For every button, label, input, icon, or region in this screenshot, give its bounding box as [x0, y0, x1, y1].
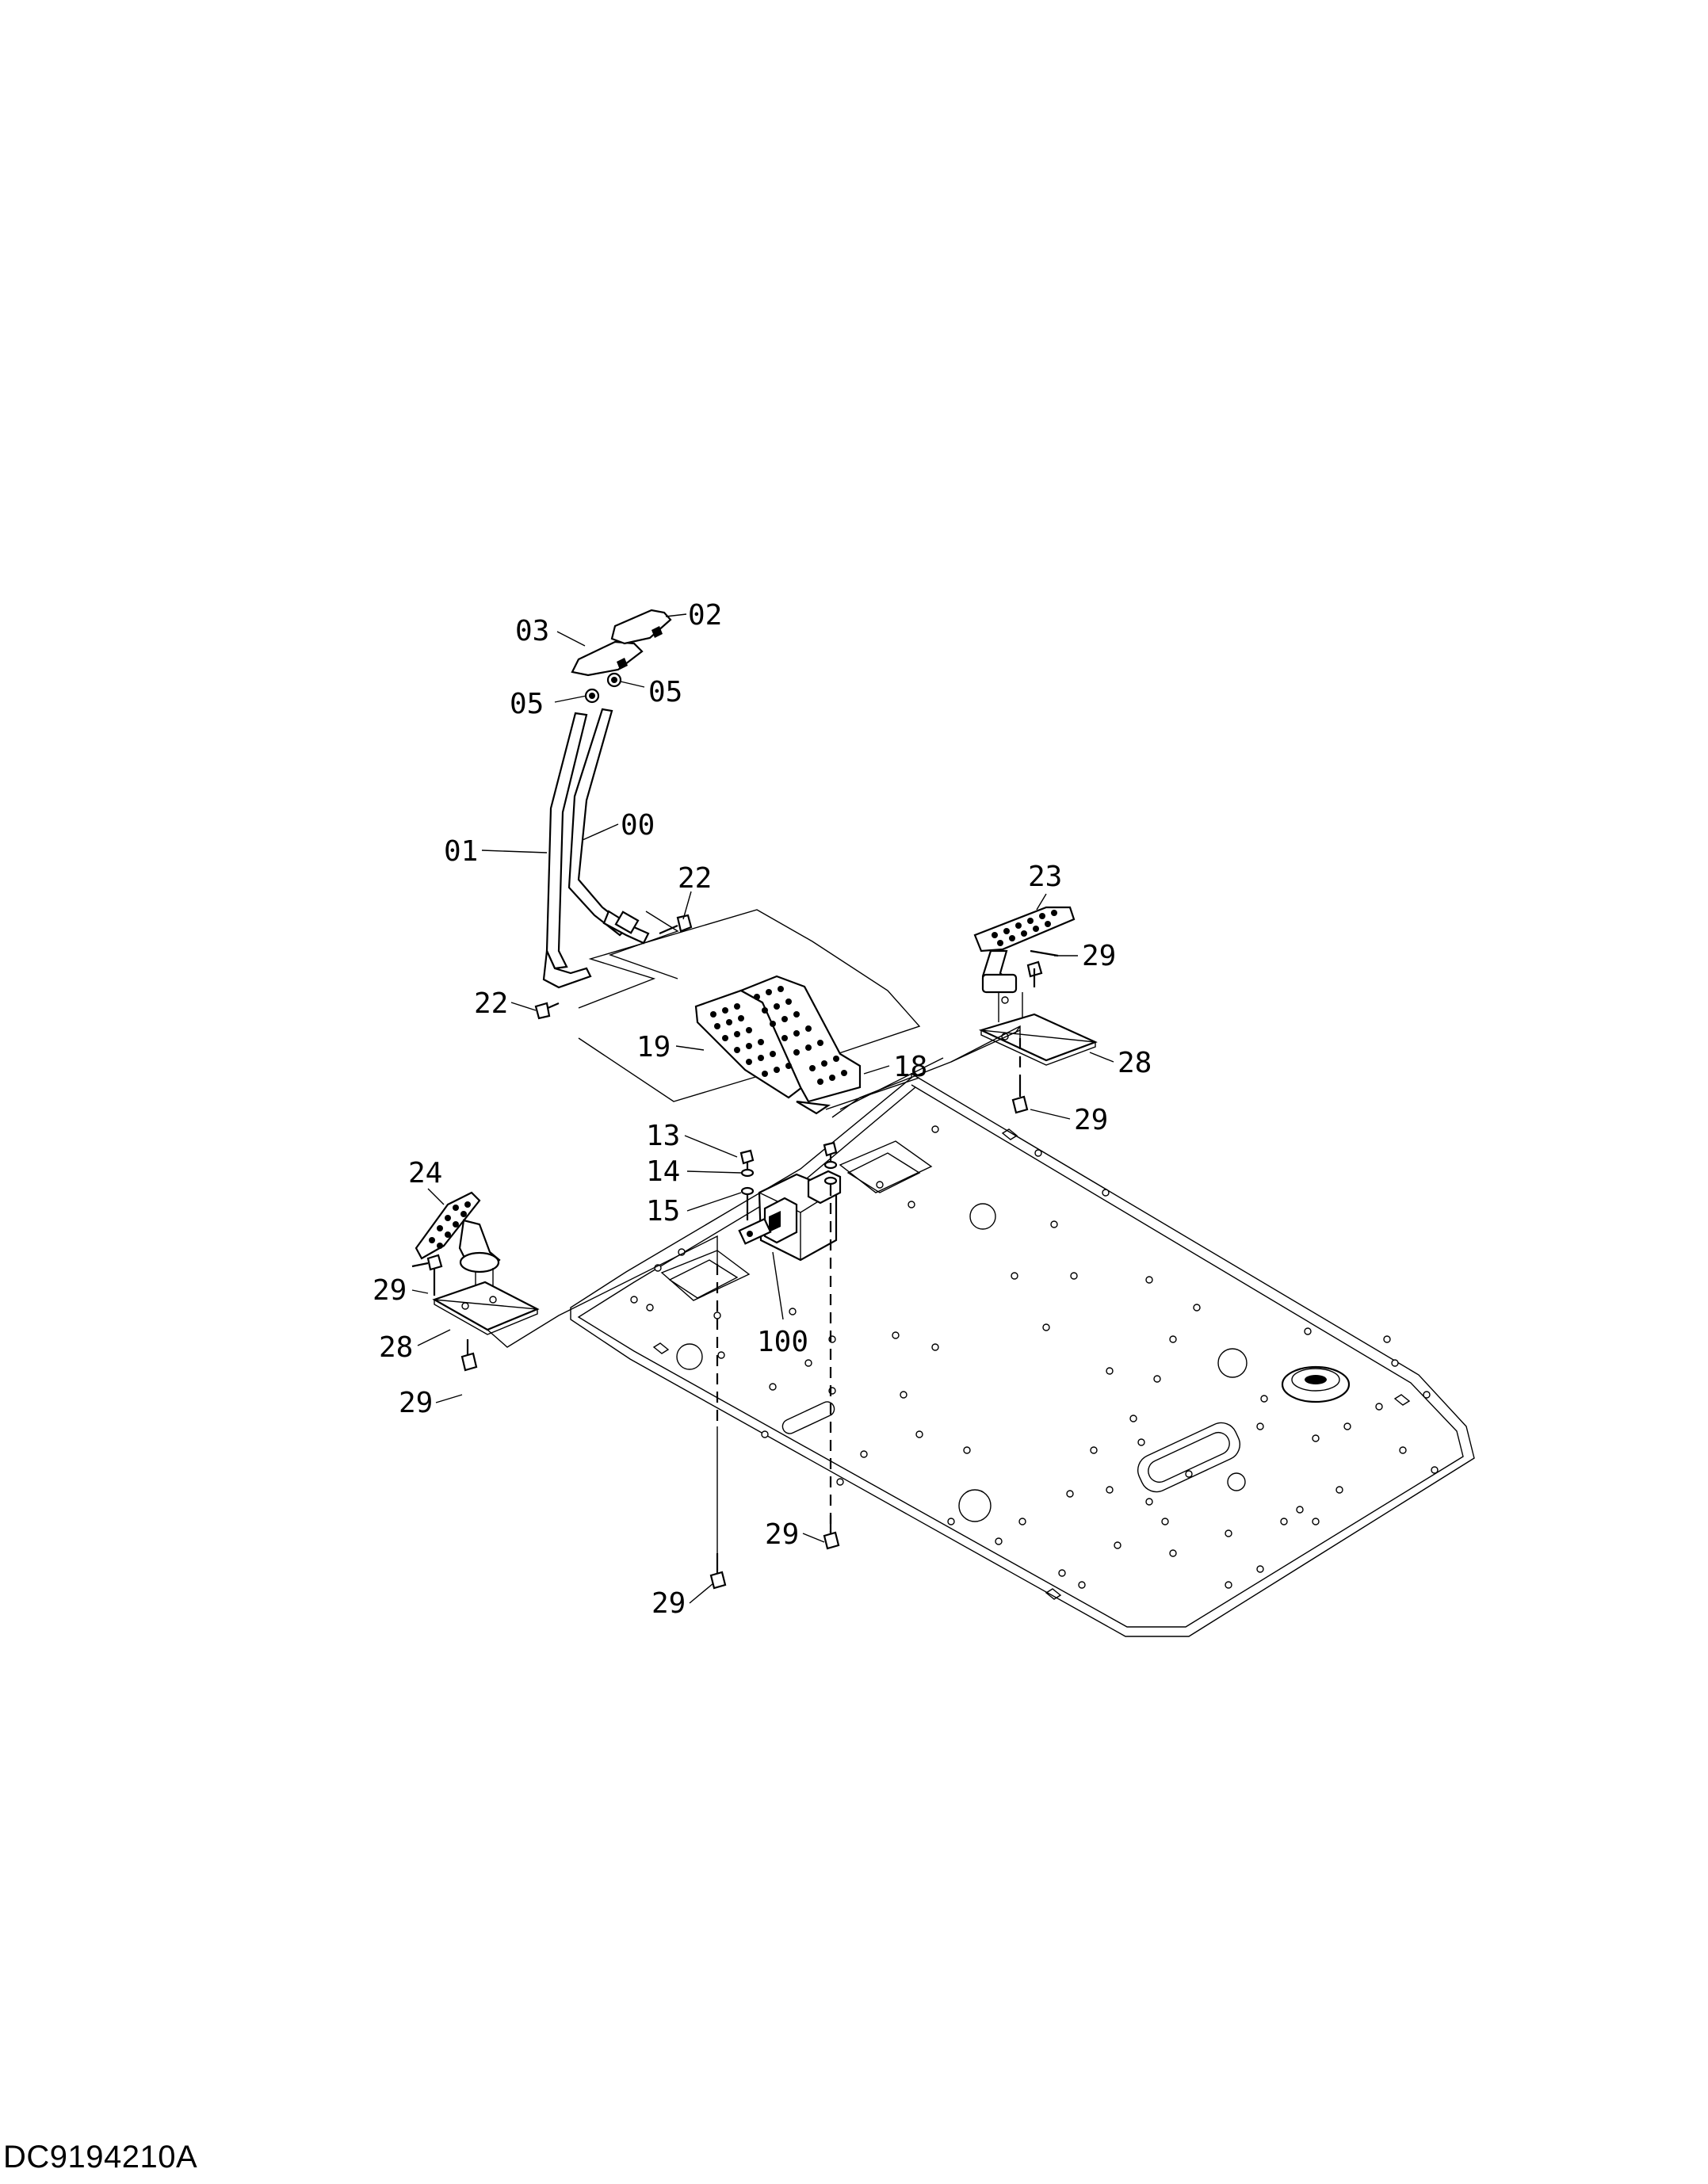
bolt-29-bottom-right — [823, 1515, 840, 1550]
bolt-13-stack-right — [823, 1141, 838, 1186]
callout-24: 24 — [408, 1157, 442, 1189]
pedal-23 — [973, 906, 1076, 1022]
bolt-22-left — [534, 1002, 560, 1020]
callout-01: 01 — [444, 835, 478, 868]
callout-29-pedal23: 29 — [1082, 940, 1116, 972]
callout-22-left: 22 — [474, 987, 508, 1020]
callout-14: 14 — [646, 1155, 680, 1188]
callout-05-left: 05 — [510, 688, 544, 720]
bolt-29-bottom-left — [709, 1553, 727, 1590]
callout-29-bottom-right: 29 — [765, 1518, 799, 1551]
leader-lines — [411, 613, 1114, 1604]
bolt-29-below-plate-right — [1011, 1078, 1029, 1114]
floor-plate — [570, 1072, 1475, 1637]
travel-levers — [542, 708, 650, 989]
callout-02: 02 — [688, 599, 722, 632]
travel-pedals — [694, 975, 862, 1115]
bolt-29-pedal23 — [1026, 949, 1059, 987]
callout-28-left: 28 — [379, 1331, 413, 1364]
lever-grips — [571, 609, 672, 677]
pilot-valve-100 — [738, 1170, 842, 1262]
callout-29-right-plate: 29 — [1074, 1104, 1108, 1136]
pedal-group-outline — [578, 909, 921, 1102]
pedal-24 — [415, 1191, 501, 1300]
callout-23: 23 — [1028, 861, 1062, 893]
callouts: 03 02 05 05 01 00 22 22 23 29 19 18 28 2… — [373, 599, 1152, 1620]
callout-22-right: 22 — [678, 862, 712, 895]
callout-19: 19 — [636, 1031, 671, 1063]
callout-03: 03 — [515, 615, 549, 647]
bolt-29-pedal24 — [411, 1254, 443, 1296]
floor-boss — [1281, 1365, 1351, 1403]
drawing-code: DC9194210A — [3, 2140, 198, 2174]
callout-100: 100 — [757, 1326, 808, 1358]
callout-28-right: 28 — [1118, 1047, 1152, 1079]
callout-29-pedal24: 29 — [373, 1274, 407, 1307]
callout-18: 18 — [893, 1051, 927, 1083]
callout-05-right: 05 — [648, 676, 682, 708]
callout-00: 00 — [621, 809, 655, 842]
bolt-13-stack — [739, 1149, 755, 1220]
plate-28-left — [432, 1281, 540, 1331]
callout-29-left-plate: 29 — [399, 1387, 433, 1419]
bolt-29-below-plate-left — [460, 1339, 478, 1372]
callout-15: 15 — [646, 1195, 680, 1228]
callout-29-bottom-left: 29 — [651, 1587, 686, 1620]
callout-13: 13 — [646, 1120, 680, 1152]
